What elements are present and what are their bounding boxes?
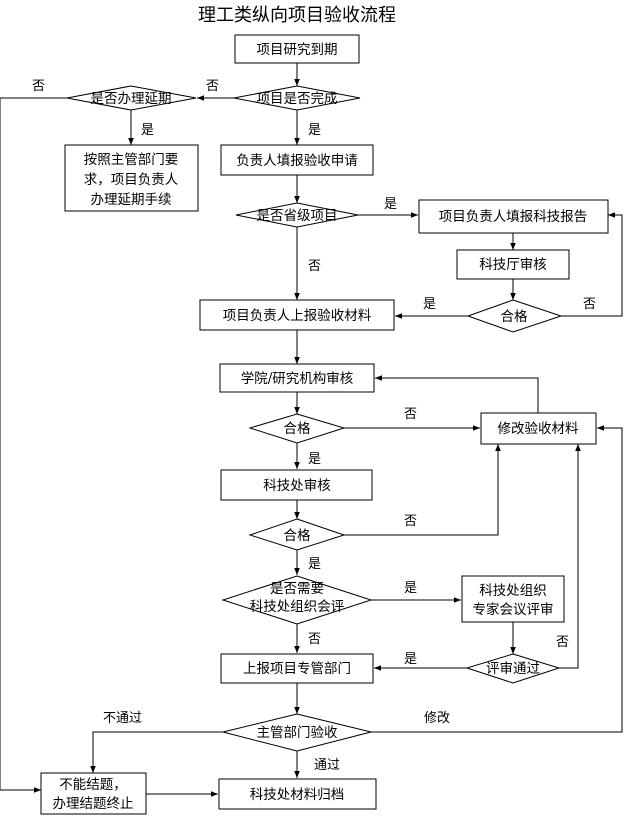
label-college-no: 否: [404, 407, 417, 422]
node-college-pass-decision: 合格: [248, 413, 346, 444]
label-panel-fail-no: 否: [556, 635, 569, 650]
node-college-review-label: 学院/研究机构审核: [241, 371, 354, 387]
node-modify-materials: 修改验收材料: [480, 412, 597, 445]
node-provincial-label: 是否省级项目: [257, 208, 338, 224]
node-panel-pass-label: 评审通过: [486, 661, 540, 677]
node-report-dept: 上报项目专管部门: [220, 653, 374, 684]
node-tech-office-review: 科技处审核: [220, 469, 373, 501]
node-extend-procedure-line1: 按照主管部门要: [84, 152, 179, 168]
label-panel-pass-yes: 是: [404, 652, 417, 667]
label-dept-yes: 是: [423, 297, 436, 312]
node-need-panel-line1: 是否需要: [270, 581, 324, 597]
node-authority-check-label: 主管部门验收: [257, 725, 338, 741]
label-panel-yes: 是: [404, 581, 417, 596]
node-need-panel-decision: 是否需要 科技处组织会评: [221, 575, 373, 625]
node-leader-fill-report: 项目负责人填报科技报告: [418, 199, 609, 234]
label-tech-no: 否: [404, 514, 417, 529]
node-extend-decision: 是否办理延期: [66, 85, 197, 111]
node-extend-procedure-line2: 求，项目负责人: [84, 172, 179, 188]
node-project-due-label: 项目研究到期: [257, 42, 338, 58]
node-leader-submit: 项目负责人上报验收材料: [199, 299, 395, 331]
node-report-dept-label: 上报项目专管部门: [243, 661, 351, 677]
label-college-yes: 是: [308, 452, 321, 467]
edge-modify-to-college: [375, 375, 539, 413]
node-extend-procedure-line3: 办理延期手续: [91, 192, 172, 208]
edge-dept-no: [561, 212, 623, 317]
node-college-pass-label: 合格: [284, 421, 311, 437]
node-leader-fill-report-label: 项目负责人填报科技报告: [439, 209, 588, 225]
node-tech-pass-decision: 合格: [248, 518, 346, 551]
node-leader-submit-label: 项目负责人上报验收材料: [223, 308, 372, 324]
node-dept-review: 科技厅审核: [456, 249, 570, 280]
label-tech-yes: 是: [308, 557, 321, 572]
label-extend-yes: 是: [141, 123, 154, 138]
label-authority-not-pass: 不通过: [103, 711, 142, 726]
node-expert-panel-line1: 科技处组织: [479, 583, 547, 599]
node-authority-check-decision: 主管部门验收: [222, 713, 372, 752]
label-authority-modify: 修改: [424, 711, 450, 726]
label-authority-pass: 通过: [314, 758, 340, 773]
node-leader-fill-apply: 负责人填报验收申请: [220, 144, 374, 176]
node-extend-procedure: 按照主管部门要 求，项目负责人 办理延期手续: [64, 144, 199, 212]
label-extend-no: 否: [32, 79, 45, 94]
node-fail-terminate-line2: 办理结题终止: [53, 796, 134, 812]
node-dept-review-label: 科技厅审核: [479, 257, 547, 273]
label-complete-yes: 是: [308, 123, 321, 138]
page-title: 理工类纵向项目验收流程: [198, 5, 396, 26]
label-panel-no: 否: [308, 632, 321, 647]
edge-authority-modify: [371, 425, 623, 733]
label-dept-no: 否: [583, 297, 596, 312]
edge-tech-no: [344, 444, 501, 536]
label-complete-no: 否: [206, 79, 219, 94]
node-dept-pass-decision: 合格: [466, 299, 563, 333]
label-provincial-no: 否: [308, 259, 321, 274]
node-expert-panel-line2: 专家会议评审: [473, 601, 554, 618]
node-dept-pass-label: 合格: [501, 309, 529, 325]
node-modify-materials-label: 修改验收材料: [498, 421, 579, 437]
node-expert-panel: 科技处组织 专家会议评审: [461, 575, 565, 623]
node-archive-label: 科技处材料归档: [250, 786, 345, 803]
node-archive: 科技处材料归档: [218, 778, 377, 810]
node-project-complete-label: 项目是否完成: [257, 91, 338, 107]
nodes: 项目研究到期 项目是否完成 是否办理延期 按照主管部门要 求，项目负责人 办理延…: [40, 34, 609, 815]
node-need-panel-line2: 科技处组织会评: [250, 599, 345, 615]
node-extend-label: 是否办理延期: [91, 91, 172, 107]
edge-panel-no: [559, 444, 581, 669]
edge-labels: 否 否 是 是 是 否 是 否 否 是 否 是 是 否 否 是 不通过 修改 通…: [32, 79, 596, 773]
node-provincial-decision: 是否省级项目: [235, 202, 359, 228]
edges: [0, 63, 623, 797]
node-fail-terminate-line1: 不能结题，: [59, 777, 127, 793]
label-provincial-yes: 是: [384, 197, 397, 212]
node-panel-pass-decision: 评审通过: [465, 653, 561, 684]
node-fail-terminate: 不能结题， 办理结题终止: [40, 772, 147, 815]
node-leader-fill-apply-label: 负责人填报验收申请: [236, 153, 358, 169]
node-tech-office-review-label: 科技处审核: [263, 478, 331, 494]
node-project-complete-decision: 项目是否完成: [233, 85, 361, 111]
node-tech-pass-label: 合格: [284, 528, 311, 544]
node-college-review: 学院/研究机构审核: [219, 363, 375, 393]
edge-authority-fail: [90, 731, 223, 773]
node-project-due: 项目研究到期: [234, 34, 360, 64]
edge-extend-no: [0, 97, 67, 793]
